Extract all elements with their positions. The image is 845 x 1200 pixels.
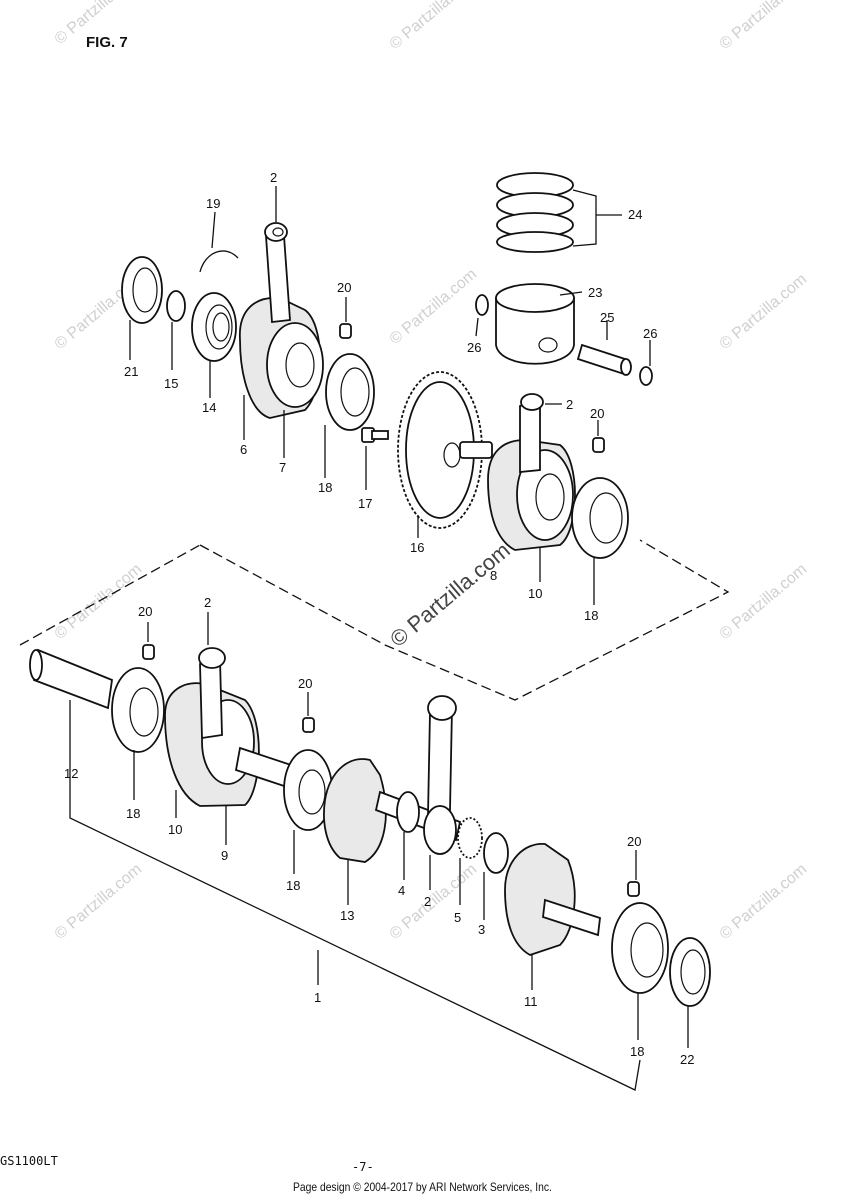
footer-copyright: Page design © 2004-2017 by ARI Network S…: [292, 1180, 552, 1194]
dowel-pin-20c: [142, 644, 155, 660]
watermark: © Partzilla.com: [52, 861, 146, 943]
label-crank-web-10: 10: [528, 586, 542, 601]
assembly-outline: [199, 539, 730, 701]
dowel-pin-20e: [627, 881, 640, 897]
page-number: -7-: [352, 1160, 374, 1174]
label-connecting-rod: 2: [566, 397, 573, 412]
piston-23: [495, 283, 575, 365]
label-dowel-20: 20: [590, 406, 604, 421]
label-crank-web-8: 8: [490, 568, 497, 583]
crankshaft-lower: [29, 647, 711, 1007]
label-main-bearing-18: 18: [126, 806, 140, 821]
figure-title: FIG. 7: [86, 34, 128, 51]
label-bearing-14: 14: [202, 400, 216, 415]
label-crank-web-10: 10: [168, 822, 182, 837]
oil-seal-21: [121, 256, 163, 324]
label-crankshaft-assy: 1: [314, 990, 321, 1005]
label-crank-web-12: 12: [64, 766, 78, 781]
watermark: © Partzilla.com: [717, 861, 811, 943]
label-thrust-washer-3: 3: [478, 922, 485, 937]
watermark: © Partzilla.com: [52, 0, 146, 48]
ring-19: [199, 250, 239, 273]
label-bolt-17: 17: [358, 496, 372, 511]
label-piston: 23: [588, 285, 602, 300]
bearing-14: [191, 292, 237, 362]
model-code: GS1100LT: [0, 1154, 58, 1168]
watermark: © Partzilla.com: [717, 271, 811, 353]
ring-set-bracket: [572, 189, 622, 247]
label-bearing-5: 5: [454, 910, 461, 925]
label-connecting-rod: 2: [424, 894, 431, 909]
main-bearing-18b: [571, 477, 629, 559]
label-primary-gear-16: 16: [410, 540, 424, 555]
main-bearing-18a: [325, 353, 375, 431]
label-piston-pin: 25: [600, 310, 614, 325]
label-dowel-20: 20: [138, 604, 152, 619]
primary-gear-16: [397, 371, 483, 529]
label-dowel-20: 20: [298, 676, 312, 691]
label-circlip-26: 26: [467, 340, 481, 355]
label-piston-ring-set: 24: [628, 207, 642, 222]
label-connecting-rod: 2: [270, 170, 277, 185]
crank-web-8-10: [459, 393, 576, 551]
dowel-pin-20a: [339, 323, 352, 339]
bolt-17: [361, 427, 389, 443]
dowel-pin-20b: [592, 437, 605, 453]
watermark: © Partzilla.com: [52, 561, 146, 643]
label-main-bearing-18: 18: [584, 608, 598, 623]
label-oil-seal-22: 22: [680, 1052, 694, 1067]
label-dowel-20: 20: [337, 280, 351, 295]
circlip-15: [166, 290, 186, 322]
circlip-26b: [639, 366, 653, 386]
label-crank-web-13: 13: [340, 908, 354, 923]
watermark: © Partzilla.com: [387, 0, 481, 53]
label-crank-web-9: 9: [221, 848, 228, 863]
crankshaft-assy-bracket: [69, 700, 641, 1091]
label-main-bearing-18: 18: [286, 878, 300, 893]
watermark: © Partzilla.com: [387, 861, 481, 943]
watermark-center: © Partzilla.com: [385, 537, 515, 651]
circlip-26a: [475, 294, 489, 316]
label-circlip-15: 15: [164, 376, 178, 391]
label-ring-19: 19: [206, 196, 220, 211]
label-dowel-20: 20: [627, 834, 641, 849]
assembly-outline: [19, 544, 201, 646]
label-crank-web-11: 11: [524, 994, 538, 1009]
label-crank-web-6: 6: [240, 442, 247, 457]
label-connecting-rod: 2: [204, 595, 211, 610]
label-washer-4: 4: [398, 883, 405, 898]
label-circlip-26: 26: [643, 326, 657, 341]
crank-web-6-7: [239, 222, 324, 419]
label-main-bearing-18: 18: [318, 480, 332, 495]
label-main-bearing-18: 18: [630, 1044, 644, 1059]
watermark: © Partzilla.com: [717, 0, 811, 53]
dowel-pin-20d: [302, 717, 315, 733]
label-crank-web-7: 7: [279, 460, 286, 475]
leader-lines: [129, 186, 689, 1048]
watermark: © Partzilla.com: [387, 266, 481, 348]
piston-ring-set-24: [496, 172, 574, 253]
watermark: © Partzilla.com: [717, 561, 811, 643]
part-number-labels: 2 19 20 21 15 14 6 7 18 17 16 8 10 18 24…: [64, 170, 694, 1067]
label-oil-seal-21: 21: [124, 364, 138, 379]
piston-pin-25: [576, 343, 632, 376]
